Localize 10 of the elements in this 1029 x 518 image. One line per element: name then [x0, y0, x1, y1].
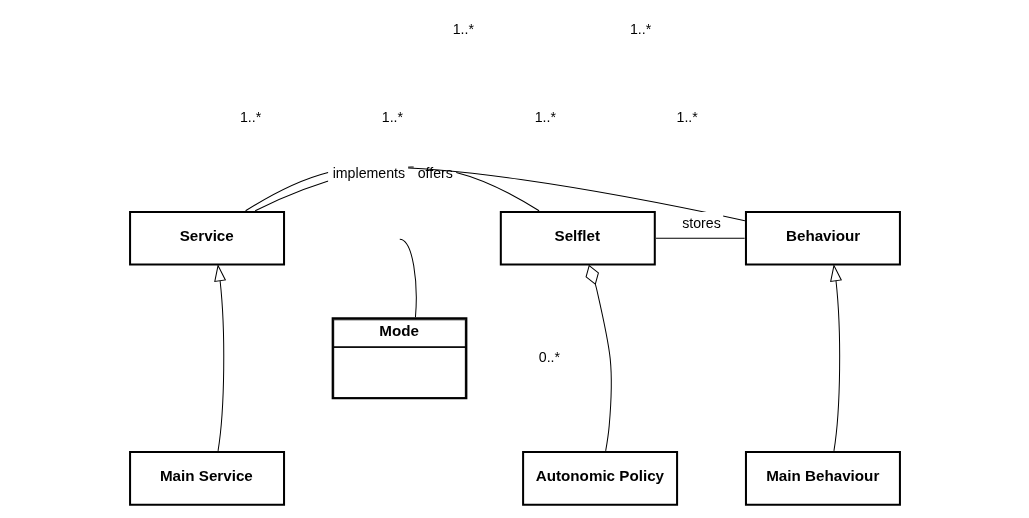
- label: 1..*: [676, 109, 698, 126]
- edge-label: offers: [417, 165, 453, 182]
- label: 1..*: [381, 109, 403, 126]
- label: 1..*: [452, 21, 474, 38]
- label: 1..*: [629, 21, 651, 38]
- edge-label: stores: [681, 214, 721, 231]
- label: 1..*: [534, 109, 556, 126]
- label: 1..*: [239, 109, 261, 126]
- edge-label: implements: [332, 165, 405, 182]
- label: 0..*: [538, 349, 560, 366]
